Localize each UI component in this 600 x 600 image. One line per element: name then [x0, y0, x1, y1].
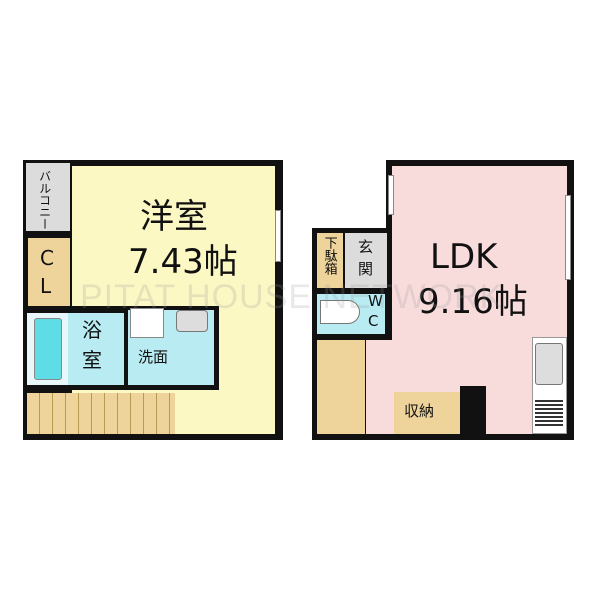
bath-label-2: 室	[82, 348, 102, 372]
closet-label-l: L	[40, 274, 52, 298]
shoe-box	[317, 233, 343, 288]
bath-floor	[68, 313, 124, 385]
stairs	[27, 393, 175, 434]
entrance-label-1: 玄	[358, 238, 374, 256]
stairs	[317, 340, 365, 434]
bath-label-1: 浴	[82, 318, 102, 342]
toilet-label-c: C	[368, 312, 379, 330]
storage	[394, 392, 460, 434]
entrance-label-2: 関	[358, 260, 374, 278]
ldk-size: 9.16帖	[418, 282, 528, 322]
window	[565, 195, 571, 280]
balcony	[26, 163, 70, 231]
window	[275, 210, 281, 262]
washroom-label: 洗面	[138, 348, 169, 366]
ldk-name: LDK	[430, 237, 498, 277]
toilet-icon	[320, 300, 360, 324]
entrance-door	[388, 175, 394, 215]
closet-label-c: C	[40, 246, 54, 270]
ldk-room-ext	[366, 340, 396, 434]
bathtub	[34, 318, 62, 380]
stove-icon	[535, 400, 563, 426]
watermark: PITAT HOUSE NETWORK	[80, 278, 504, 316]
storage-label: 収納	[404, 402, 435, 420]
toilet-label-w: W	[368, 292, 383, 310]
sink-icon	[535, 343, 563, 385]
entrance	[345, 233, 387, 288]
balcony-label: バルコニー	[37, 170, 52, 230]
washing-machine-space	[130, 308, 164, 338]
pillar	[460, 386, 486, 436]
shoe-box-label: 下駄箱	[321, 236, 337, 275]
western-room-name: 洋室	[140, 197, 208, 237]
western-room-size: 7.43帖	[128, 242, 238, 282]
wash-basin-icon	[176, 310, 208, 332]
closet	[28, 238, 70, 306]
